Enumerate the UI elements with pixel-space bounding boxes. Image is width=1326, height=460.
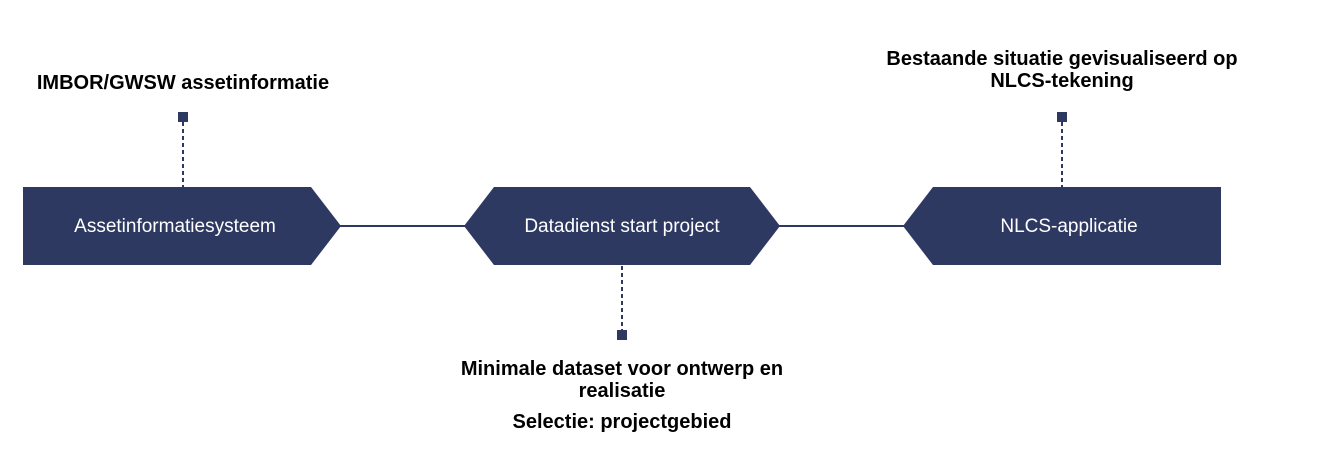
annotation-bestaande-situatie: Bestaande situatie gevisualiseerd op NLC… <box>842 48 1282 92</box>
annotation-bottom-selectie: Selectie: projectgebied <box>512 411 732 433</box>
leader-marker-right <box>1057 112 1067 122</box>
node-assetinformatiesysteem <box>23 187 341 265</box>
node-nlcs-applicatie <box>903 187 1221 265</box>
leader-marker-bottom <box>617 330 627 340</box>
annotation-right-line1: Bestaande situatie gevisualiseerd op <box>886 48 1238 70</box>
annotation-bottom-line1: Minimale dataset voor ontwerp en <box>460 358 784 380</box>
annotation-right-line2: NLCS-tekening <box>990 70 1134 92</box>
node-label-center: Datadienst start project <box>524 216 720 237</box>
annotation-imbor-gwsw: IMBOR/GWSW assetinformatie <box>0 72 366 94</box>
annotation-minimale-dataset: Minimale dataset voor ontwerp en realisa… <box>402 358 842 433</box>
node-datadienst-start-project <box>464 187 780 265</box>
leader-marker-left <box>178 112 188 122</box>
annotation-bottom-line2: realisatie <box>578 380 666 402</box>
node-label-right: NLCS-applicatie <box>1000 216 1137 237</box>
node-label-left: Assetinformatiesysteem <box>74 216 276 237</box>
annotation-left-text: IMBOR/GWSW assetinformatie <box>36 72 330 94</box>
